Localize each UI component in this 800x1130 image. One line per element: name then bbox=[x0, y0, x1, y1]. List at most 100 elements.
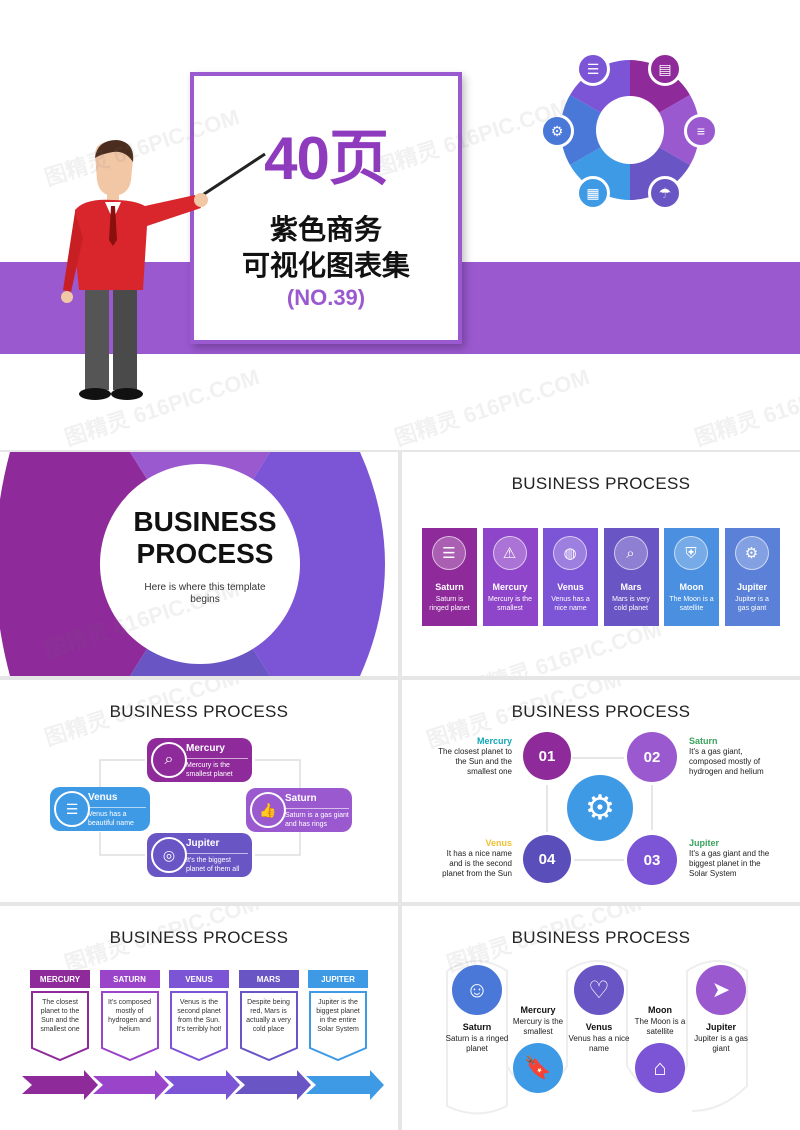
cover-title-2: 可视化图表集 bbox=[241, 250, 410, 281]
wave-name: Saturn bbox=[462, 1022, 492, 1032]
intro-subtitle: Here is where this template begins bbox=[144, 582, 266, 605]
card-name: Venus bbox=[557, 582, 584, 592]
cycle-name: Mercury bbox=[186, 743, 225, 754]
donut-icon-checklist: ≡ bbox=[684, 114, 718, 148]
cycle-name: Venus bbox=[88, 792, 118, 803]
card-name: Mars bbox=[620, 582, 642, 592]
card-desc: Mars is very cold planet bbox=[612, 596, 650, 612]
saturn-desc: It's a gas giant, composed mostly of hyd… bbox=[689, 747, 764, 776]
process-arrow bbox=[235, 1070, 311, 1105]
column-header: MERCURY bbox=[30, 970, 90, 988]
cycle-desc: It's the biggest planet of them all bbox=[186, 853, 248, 874]
slide-title: BUSINESS PROCESS bbox=[511, 474, 691, 493]
sliders-icon: ☰ bbox=[432, 536, 466, 570]
column-desc: Venus is the second planet from the Sun.… bbox=[176, 999, 222, 1033]
home-icon: ⌂ bbox=[635, 1043, 685, 1093]
intro-title-2: PROCESS bbox=[136, 538, 274, 569]
jupiter-desc: It's a gas giant and the biggest planet … bbox=[689, 849, 770, 878]
cycle-desc: Saturn is a gas giant and has rings bbox=[285, 808, 349, 829]
step-03: 03 bbox=[627, 835, 677, 885]
process-column-jupiter: JUPITER Jupiter is the biggest planet in … bbox=[308, 970, 368, 1062]
process-column-mars: MARS Despite being red, Mars is actually … bbox=[238, 970, 299, 1062]
slide-title: BUSINESS PROCESS bbox=[109, 928, 289, 947]
gear-icon: ⚙ bbox=[567, 775, 633, 841]
column-header: JUPITER bbox=[308, 970, 368, 988]
process-arrow bbox=[93, 1070, 169, 1105]
wave-item: Mercury Mercury is the smallest bbox=[503, 1005, 573, 1037]
wave-desc: The Moon is a satellite bbox=[634, 1017, 686, 1036]
column-header: MARS bbox=[238, 970, 299, 988]
column-header: SATURN bbox=[99, 970, 160, 988]
column-header: VENUS bbox=[169, 970, 229, 988]
column-desc: Jupiter is the biggest planet in the ent… bbox=[316, 999, 360, 1033]
donut-icon-umbrella: ☂ bbox=[648, 176, 682, 210]
wave-desc: Venus has a nice name bbox=[568, 1034, 630, 1053]
shield-icon: ⛨ bbox=[674, 536, 708, 570]
intro-title-1: BUSINESS bbox=[133, 506, 277, 537]
page-count: 40页 bbox=[264, 125, 389, 192]
cycle-desc: Mercury is the smallest planet bbox=[186, 758, 248, 779]
title-box bbox=[190, 72, 462, 344]
venus-label: Venus bbox=[485, 838, 512, 848]
card-name: Mercury bbox=[492, 582, 528, 592]
gear-cycle-slide: BUSINESS PROCESS 01 02 03 04 ⚙ Mercury T… bbox=[402, 680, 800, 902]
slide-title: BUSINESS PROCESS bbox=[511, 702, 691, 721]
lifebuoy-icon: ◎ bbox=[151, 837, 187, 873]
donut-icon-list: ☰ bbox=[576, 52, 610, 86]
cycle-connectors bbox=[99, 759, 301, 856]
cycle-name: Jupiter bbox=[186, 838, 220, 849]
process-arrow bbox=[22, 1070, 98, 1105]
cycle-slide: BUSINESS PROCESS ⌕ Mercury Mercury is th… bbox=[0, 680, 398, 902]
process-arrow bbox=[306, 1070, 384, 1105]
cover-donut bbox=[560, 60, 700, 200]
process-column-mercury: MERCURY The closest planet to the Sun and… bbox=[30, 970, 90, 1062]
search-icon: ⌕ bbox=[613, 536, 648, 570]
wave-item: Saturn Saturn is a ringed planet bbox=[442, 1022, 512, 1054]
venus-desc: It has a nice name and is the second pla… bbox=[442, 849, 512, 878]
intro-slide: BUSINESS PROCESS Here is where this temp… bbox=[0, 452, 398, 676]
heart-icon: ♡ bbox=[574, 965, 624, 1015]
column-desc: It's composed mostly of hydrogen and hel… bbox=[108, 999, 151, 1033]
saturn-label: Saturn bbox=[689, 736, 718, 746]
donut-icon-gears: ⚙ bbox=[540, 114, 574, 148]
warning-icon: ⚠ bbox=[492, 536, 527, 570]
column-desc: The closest planet to the Sun and the sm… bbox=[40, 999, 80, 1033]
arrow-columns-slide: BUSINESS PROCESS MERCURY The closest plan… bbox=[0, 906, 398, 1130]
cycle-name: Saturn bbox=[285, 793, 317, 804]
bookmark-icon: 🔖 bbox=[513, 1043, 563, 1093]
search-icon: ⌕ bbox=[151, 742, 187, 778]
cover-number: (NO.39) bbox=[286, 285, 366, 310]
column-pentagon bbox=[239, 991, 298, 1062]
wave-name: Mercury bbox=[520, 1005, 556, 1015]
bag-icon: ◍ bbox=[553, 536, 587, 570]
send-icon: ➤ bbox=[696, 965, 746, 1015]
user-icon: ☺ bbox=[452, 965, 502, 1015]
slide-title: BUSINESS PROCESS bbox=[511, 928, 691, 947]
card-name: Moon bbox=[679, 582, 704, 592]
watermark: 图精灵 616PIC.COM bbox=[391, 364, 593, 450]
card-desc: Mercury is the smallest bbox=[488, 596, 532, 612]
wave-slide: BUSINESS PROCESS ☺ 🔖 ♡ ⌂ ➤ Saturn Saturn… bbox=[402, 906, 800, 1130]
column-desc: Despite being red, Mars is actually a ve… bbox=[246, 999, 291, 1033]
gear-icon: ⚙ bbox=[734, 536, 769, 570]
donut-icon-document: ▤ bbox=[648, 52, 682, 86]
mercury-desc: The closest planet to the Sun and the sm… bbox=[438, 747, 512, 776]
wave-name: Moon bbox=[648, 1005, 672, 1015]
slide-title: BUSINESS PROCESS bbox=[109, 702, 289, 721]
wave-item: Moon The Moon is a satellite bbox=[625, 1005, 695, 1037]
thumbs-up-icon: 👍 bbox=[250, 792, 286, 828]
wave-item: Jupiter Jupiter is a gas giant bbox=[686, 1022, 756, 1054]
cycle-desc: Venus has a beautiful name bbox=[88, 807, 146, 828]
card-desc: Venus has a nice name bbox=[551, 596, 590, 612]
gear-cycle-arrows bbox=[546, 757, 653, 861]
wave-name: Jupiter bbox=[705, 1022, 736, 1032]
wave-track bbox=[446, 960, 748, 1115]
sliders-icon: ☰ bbox=[54, 791, 90, 827]
jupiter-label: Jupiter bbox=[689, 838, 720, 848]
